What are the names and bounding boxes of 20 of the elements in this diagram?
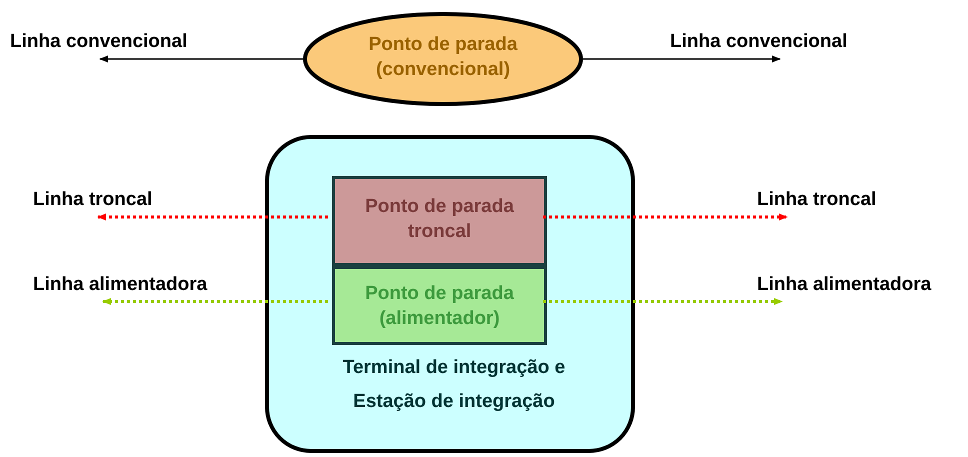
arrow: [543, 298, 783, 306]
trunk-stop-box: [332, 176, 547, 266]
line-label: Linha alimentadora: [757, 274, 932, 296]
line-label: Linha convencional: [670, 31, 848, 53]
arrow: [102, 298, 328, 306]
terminal-box: [265, 135, 635, 453]
node-label: Terminal de integração e Estação de integração: [342, 356, 566, 414]
line-label: Linha alimentadora: [33, 274, 208, 296]
node-label: Ponto de parada (convencional): [368, 33, 518, 82]
arrow: [99, 55, 303, 63]
line-label: Linha troncal: [757, 189, 876, 211]
stop-ellipse: [303, 12, 583, 106]
arrow: [583, 55, 781, 63]
arrow: [543, 213, 788, 221]
line-label: Linha troncal: [33, 189, 152, 211]
arrow: [97, 213, 328, 221]
node-label: Ponto de parada troncal: [364, 195, 515, 244]
feeder-stop-box: [332, 266, 547, 345]
line-label: Linha convencional: [10, 31, 188, 53]
node-label: Ponto de parada (alimentador): [364, 282, 515, 331]
